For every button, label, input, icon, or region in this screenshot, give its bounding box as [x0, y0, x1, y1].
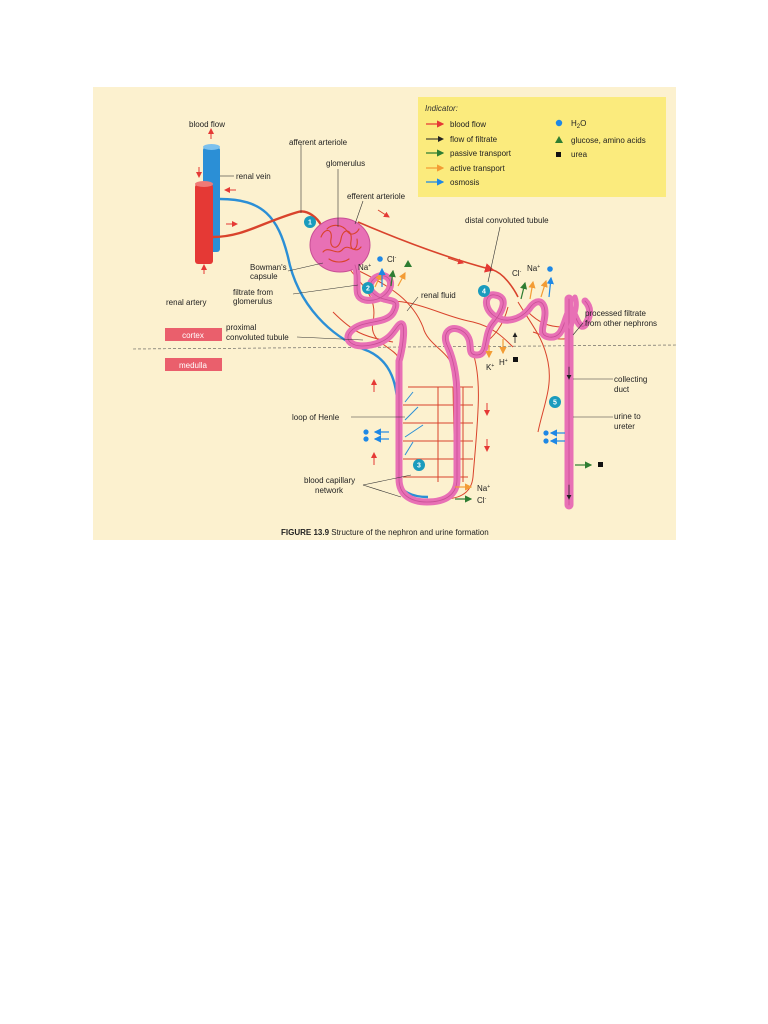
label-bowmans-capsule-1: Bowman's	[250, 263, 287, 272]
duct-osmosis-arrows	[543, 429, 603, 469]
label-renal-artery: renal artery	[166, 298, 206, 307]
afferent-arteriole-vessel	[212, 210, 323, 239]
label-renal-vein: renal vein	[236, 172, 271, 181]
water-dot-proximal	[377, 256, 383, 262]
efferent-arteriole-vessel	[357, 221, 519, 298]
step-3-label: 3	[417, 463, 421, 470]
ion-na-proximal: Na+	[358, 263, 371, 272]
glucose-triangle-proximal	[404, 260, 412, 267]
legend-title: Indicator:	[425, 104, 458, 113]
label-efferent-arteriole: efferent arteriole	[347, 192, 406, 201]
label-urine-1: urine to	[614, 412, 641, 421]
nephron-tubule	[309, 217, 594, 510]
label-afferent-arteriole: afferent arteriole	[289, 138, 348, 147]
distal-transport-arrows	[485, 266, 554, 362]
legend-label-urea: urea	[571, 150, 588, 159]
renal-vessels	[195, 128, 238, 274]
legend-label-passive: passive transport	[450, 149, 512, 158]
medulla-label: medulla	[179, 361, 208, 370]
henle-osmosis-arrows	[363, 428, 473, 503]
medulla-badge	[165, 358, 222, 371]
glomerulus-capillaries	[320, 224, 362, 263]
ion-k-distal: K+	[486, 363, 494, 372]
step-4-label: 4	[482, 289, 486, 296]
step-2-badge	[362, 282, 374, 294]
legend: Indicator: blood flow flow of filtrate p…	[418, 97, 666, 197]
ion-cl-distal: Cl-	[512, 269, 522, 278]
step-badges: 1 2 3 4 5	[304, 216, 561, 471]
ion-cl-henle: Cl-	[477, 496, 487, 505]
legend-label-blood-flow: blood flow	[450, 120, 486, 129]
legend-label-water: H2O	[571, 119, 586, 130]
step-1-badge	[304, 216, 316, 228]
cortex-label: cortex	[182, 331, 204, 340]
legend-label-filtrate: flow of filtrate	[450, 135, 498, 144]
urea-square-distal	[513, 357, 518, 362]
legend-label-osmosis: osmosis	[450, 178, 479, 187]
renal-vein-top	[203, 144, 220, 150]
proximal-transport-arrows	[374, 256, 412, 288]
label-filtrate-2: glomerulus	[233, 297, 272, 306]
renal-artery	[195, 184, 213, 264]
legend-box	[418, 97, 666, 197]
glucose-triangle-icon	[555, 136, 563, 143]
cortex-badge	[165, 328, 222, 341]
ion-na-distal: Na+	[527, 264, 540, 273]
efferent-flow-arrow-2	[377, 209, 390, 218]
urea-square-duct	[598, 462, 603, 467]
leader-lines	[220, 144, 613, 498]
nephron-diagram: Indicator: blood flow flow of filtrate p…	[132, 97, 676, 537]
label-renal-fluid: renal fluid	[421, 291, 456, 300]
label-processed-2: from other nephrons	[585, 319, 657, 328]
step-4-badge	[478, 285, 490, 297]
label-capillary-2: network	[315, 486, 344, 495]
legend-label-glucose: glucose, amino acids	[571, 136, 646, 145]
water-dot-distal	[547, 266, 553, 272]
figure-caption: FIGURE 13.9 Structure of the nephron and…	[281, 528, 489, 537]
label-collecting-2: duct	[614, 385, 630, 394]
label-filtrate-1: filtrate from	[233, 288, 273, 297]
label-collecting-1: collecting	[614, 375, 647, 384]
label-urine-2: ureter	[614, 422, 635, 431]
label-distal-tubule: distal convoluted tubule	[465, 216, 549, 225]
label-blood-flow: blood flow	[189, 120, 225, 129]
label-capillary-1: blood capillary	[304, 476, 355, 485]
label-proximal-1: proximal	[226, 323, 256, 332]
legend-label-active: active transport	[450, 164, 505, 173]
nephron-figure: Indicator: blood flow flow of filtrate p…	[93, 87, 676, 540]
label-bowmans-capsule-2: capsule	[250, 272, 278, 281]
ion-cl-proximal: Cl-	[387, 255, 397, 264]
efferent-flow-arrow	[447, 257, 464, 265]
step-5-label: 5	[553, 400, 557, 407]
water-molecule-icon	[555, 119, 563, 127]
step-3-badge	[413, 459, 425, 471]
label-proximal-2: convoluted tubule	[226, 333, 289, 342]
ion-na-henle: Na+	[477, 484, 490, 493]
label-processed-1: processed filtrate	[585, 309, 646, 318]
step-1-label: 1	[308, 220, 312, 227]
renal-artery-top	[195, 181, 213, 187]
urea-square-icon	[556, 152, 561, 157]
step-2-label: 2	[366, 286, 370, 293]
label-glomerulus: glomerulus	[326, 159, 365, 168]
ion-h-distal: H+	[499, 358, 508, 367]
step-5-badge	[549, 396, 561, 408]
label-loop-of-henle: loop of Henle	[292, 413, 340, 422]
